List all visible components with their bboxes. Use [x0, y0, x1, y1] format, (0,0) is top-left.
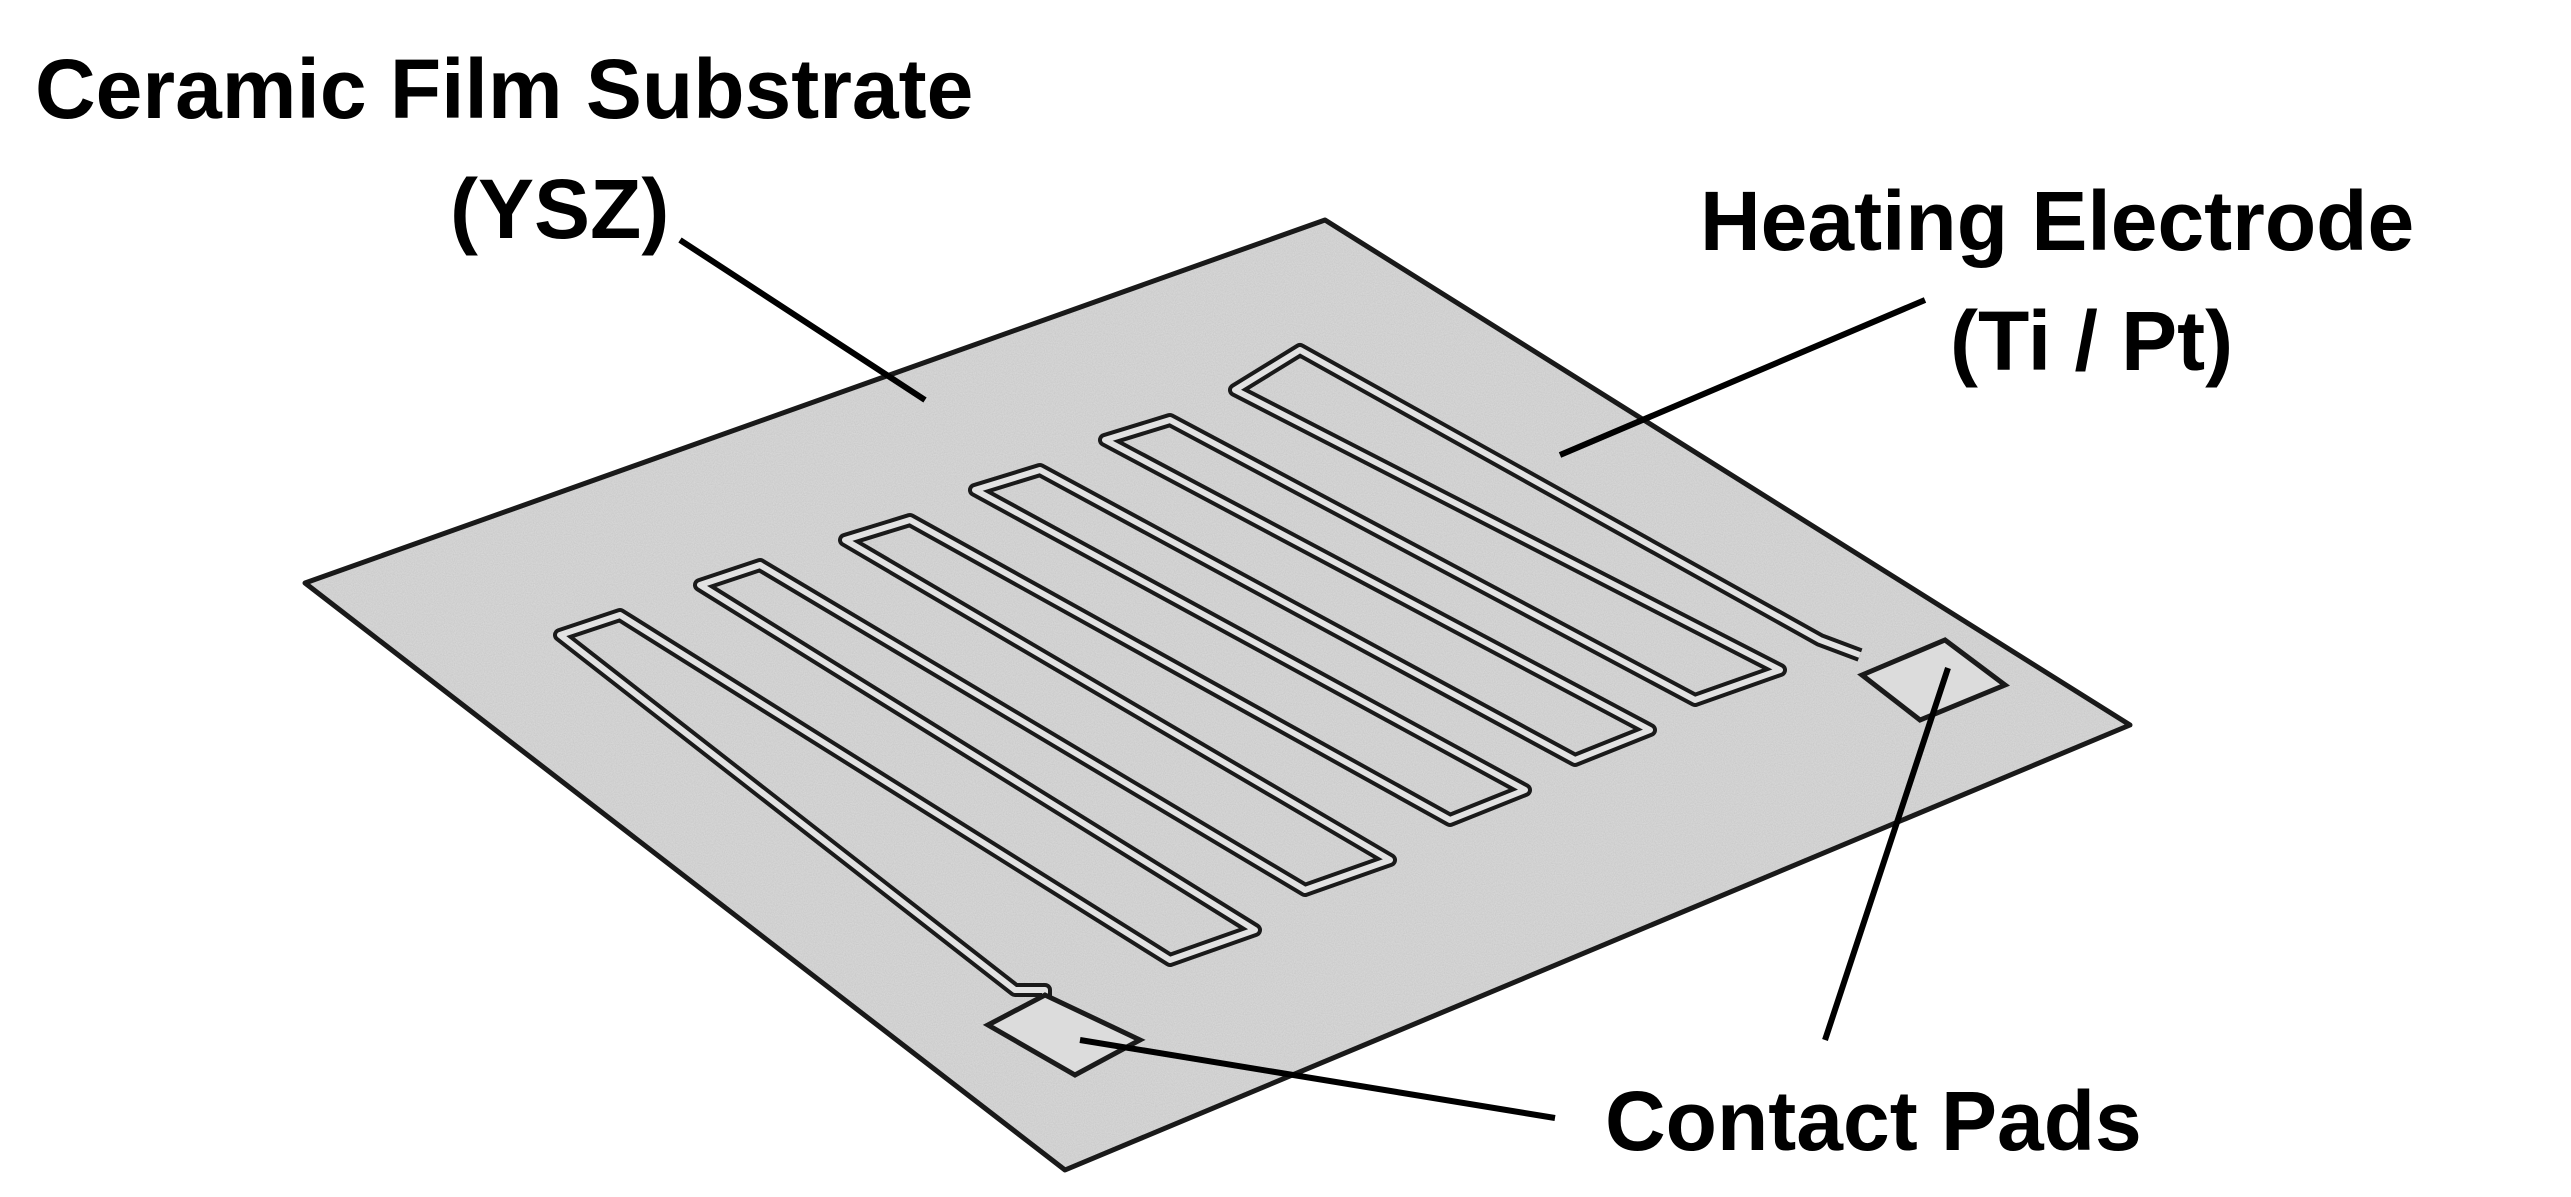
pads-leader-line-left: [1079, 1037, 1556, 1121]
electrode-label-line1: Heating Electrode: [1700, 174, 2414, 268]
substrate-label-line2: (YSZ): [450, 162, 669, 256]
contact-pad-left: [982, 992, 1146, 1078]
pads-leader-line-right: [1822, 667, 1951, 1041]
contact-pad-right: [1857, 637, 2011, 723]
contact-pads-label: Contact Pads: [1605, 1074, 2142, 1168]
electrode-label-line2: (Ti / Pt): [1950, 294, 2233, 388]
electrode-trace-inner: [557, 347, 1862, 1000]
electrode-leader-line: [1558, 297, 1927, 458]
heating-electrode: [553, 343, 1863, 1000]
substrate-label-line1: Ceramic Film Substrate: [35, 42, 973, 136]
substrate-leader-line: [678, 237, 927, 403]
